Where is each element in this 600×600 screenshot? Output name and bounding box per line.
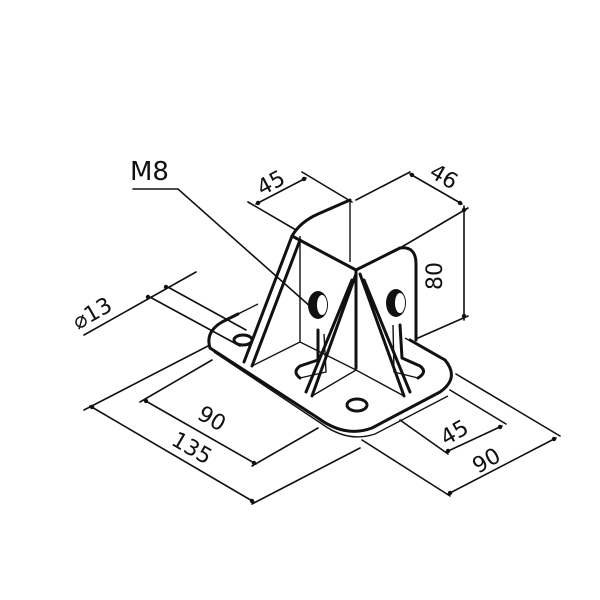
dim-45-right-ext (399, 389, 507, 455)
dim-90-left-line (143, 399, 257, 465)
dim-90-left-ext (139, 359, 319, 467)
dim-80-ext (417, 315, 469, 339)
dim-90-right-ext (361, 373, 561, 497)
dim-45-right-line (445, 425, 503, 453)
dim-135-label: 135 (167, 428, 216, 471)
slot-left (294, 328, 320, 380)
dim-46-line (409, 173, 463, 205)
gusset-front-left (304, 272, 358, 398)
socket-right-face (398, 246, 418, 342)
dim-13-ext (147, 285, 247, 347)
bolt-right-hl (395, 293, 405, 313)
base-plate-edge (213, 351, 449, 438)
dim-45-top-ext (247, 171, 353, 231)
dim-90-right-label: 90 (469, 444, 506, 480)
bolt-left-hl (317, 295, 327, 315)
dim-46-label: 46 (425, 160, 462, 196)
dim-13-label: ⌀13 (69, 293, 117, 335)
dim-80-label: 80 (423, 262, 448, 290)
dim-90-right-line (447, 437, 557, 495)
slot-right-b (392, 324, 419, 379)
dim-13-line (83, 271, 197, 336)
dim-46-ext (355, 171, 469, 249)
mount-hole-front (345, 397, 369, 413)
socket-top-front-edge (290, 234, 402, 272)
dim-135-line (89, 405, 255, 503)
base-plate-outline (207, 312, 453, 433)
base-plate-top-right (404, 337, 441, 359)
gusset-left (242, 234, 302, 368)
slot-right (398, 323, 425, 380)
m8-leader-line (132, 188, 313, 309)
m8-label: M8 (130, 157, 169, 187)
bracket-part (207, 198, 453, 438)
gusset-front-right (358, 272, 412, 398)
gusset-base-lines (251, 341, 405, 397)
socket-top-left-edge (290, 198, 352, 238)
base-plate-top-left (237, 303, 259, 315)
dim-45-top-line (255, 177, 307, 205)
dimensions: M8 45 46 80 ⌀13 90 135 45 90 (69, 157, 561, 505)
dim-45-right-label: 45 (437, 416, 474, 452)
dim-45-top-label: 45 (253, 166, 289, 201)
dim-135-ext (83, 345, 361, 505)
dimension-arrowheads (89, 172, 557, 504)
